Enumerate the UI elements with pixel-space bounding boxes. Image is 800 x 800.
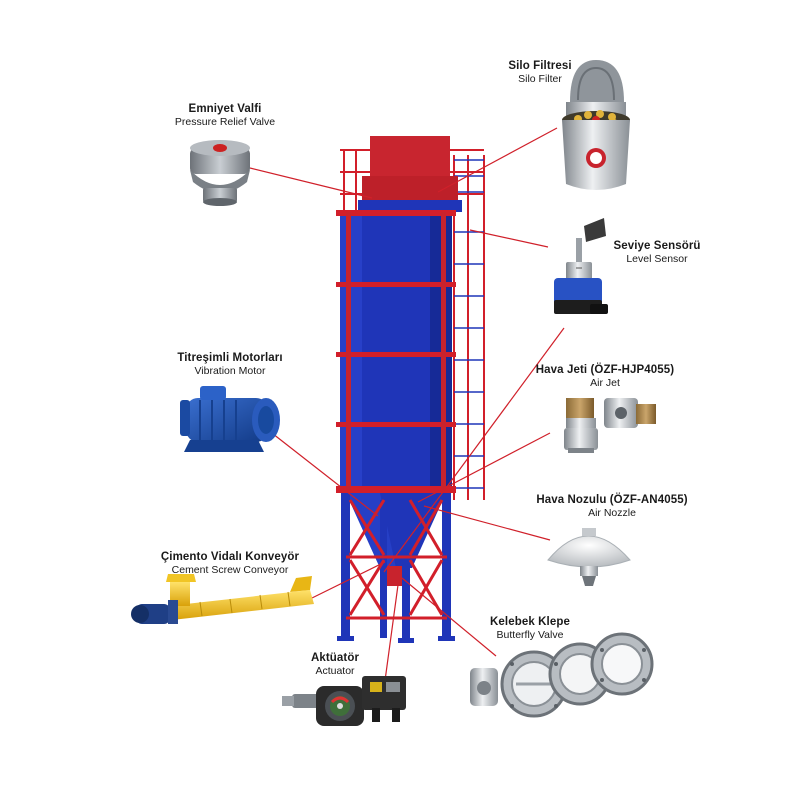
air-jet-image (564, 398, 656, 453)
label-tr: Titreşimli Motorları (177, 352, 283, 364)
label-en: Cement Screw Conveyor (171, 564, 289, 577)
silo (336, 136, 485, 643)
air-nozzle-image (547, 528, 631, 586)
label-cement-screw-conveyor: Çimento Vidalı Konveyör Cement Screw Con… (150, 551, 310, 576)
callout-line-air-jet-2 (417, 432, 551, 503)
silo-filter-image (562, 60, 630, 190)
label-air-jet: Hava Jeti (ÖZF-HJP4055) Air Jet (525, 364, 685, 389)
butterfly-valve-image (470, 632, 654, 718)
label-en: Pressure Relief Valve (174, 116, 276, 129)
label-en: Actuator (315, 665, 355, 678)
label-tr: Hava Jeti (ÖZF-HJP4055) (535, 364, 675, 376)
label-en: Vibration Motor (194, 365, 266, 378)
label-tr: Kelebek Klepe (490, 616, 570, 628)
callout-line-vibration-motor (267, 429, 379, 517)
label-tr: Çimento Vidalı Konveyör (160, 551, 300, 563)
callout-line-screw-conveyor (311, 561, 386, 599)
callout-lines (249, 127, 565, 689)
level-sensor-image (554, 218, 608, 314)
silo-filter-housing (370, 136, 450, 178)
actuator-image (282, 676, 406, 726)
label-en: Air Jet (590, 377, 620, 390)
label-en: Level Sensor (626, 253, 688, 266)
label-air-nozzle: Hava Nozulu (ÖZF-AN4055) Air Nozzle (522, 494, 702, 519)
label-en: Silo Filter (518, 73, 562, 86)
label-vibration-motor: Titreşimli Motorları Vibration Motor (160, 352, 300, 377)
callout-line-pressure-relief-valve (249, 167, 373, 199)
label-silo-filter: Silo Filtresi Silo Filter (485, 60, 595, 85)
vibration-motor-image (180, 386, 280, 452)
label-level-sensor: Seviye Sensörü Level Sensor (602, 240, 712, 265)
silo-legs (341, 493, 451, 640)
label-tr: Aktüatör (310, 652, 360, 664)
callout-line-air-nozzle (423, 505, 551, 541)
callout-line-level-sensor (469, 229, 549, 248)
label-en: Butterfly Valve (496, 629, 564, 642)
callout-line-air-jet-1 (383, 327, 565, 573)
callout-line-butterfly-valve (401, 577, 497, 657)
cement-screw-conveyor-image (131, 574, 314, 624)
pressure-relief-valve-image (190, 140, 250, 206)
callout-line-silo-filter (437, 127, 558, 193)
label-en: Air Nozzle (588, 507, 636, 520)
label-butterfly-valve: Kelebek Klepe Butterfly Valve (470, 616, 590, 641)
label-tr: Seviye Sensörü (613, 240, 701, 252)
butterfly-valve-disc-3 (590, 632, 654, 696)
label-pressure-relief-valve: Emniyet Valfi Pressure Relief Valve (165, 103, 285, 128)
callout-line-actuator (383, 584, 399, 689)
label-tr: Hava Nozulu (ÖZF-AN4055) (536, 494, 688, 506)
label-tr: Emniyet Valfi (188, 103, 262, 115)
label-actuator: Aktüatör Actuator (290, 652, 380, 677)
label-tr: Silo Filtresi (508, 60, 572, 72)
